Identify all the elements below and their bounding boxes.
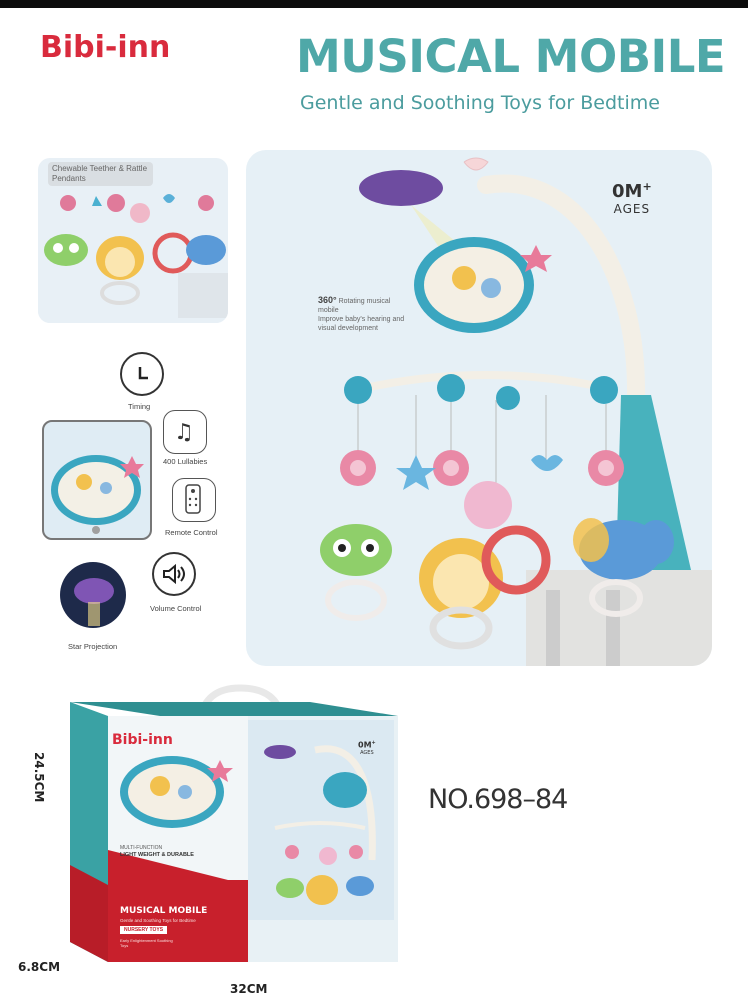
rotating-text: Rotating musical mobile bbox=[318, 298, 391, 314]
teether-inset: Chewable Teether & Rattle Pendants bbox=[38, 158, 228, 323]
box-badge: NURSERY TOYS bbox=[120, 926, 168, 934]
package-box: Bibi-inn 0M+ AGES MULTI-FUNCTION LIGHT W… bbox=[60, 680, 400, 970]
music-box-detail bbox=[42, 420, 152, 540]
box-subtitle: Gentle and Soothing Toys for Bedtime bbox=[120, 918, 196, 923]
feature-label-timing: Timing bbox=[128, 402, 151, 411]
age-label: AGES bbox=[613, 202, 651, 216]
brand-logo: Bibi-inn bbox=[40, 30, 171, 65]
feature-label-projection: Star Projection bbox=[68, 642, 118, 651]
page-subtitle: Gentle and Soothing Toys for Bedtime bbox=[300, 92, 660, 114]
feature-label-volume: Volume Control bbox=[150, 604, 202, 613]
mobile-illustration bbox=[320, 157, 712, 666]
dimension-width: 32CM bbox=[230, 982, 268, 996]
feature-label-lullabies: 400 Lullabies bbox=[163, 457, 208, 466]
remote-icon bbox=[172, 478, 216, 522]
rotating-desc: Improve baby's hearing and visual develo… bbox=[318, 316, 405, 332]
box-age-label: AGES bbox=[360, 749, 374, 756]
box-logo: Bibi-inn bbox=[112, 732, 173, 748]
svg-text:♫: ♫ bbox=[174, 420, 194, 445]
teether-illustration bbox=[38, 188, 228, 323]
age-value: 0M bbox=[612, 181, 643, 202]
box-age: 0M+ AGES bbox=[358, 740, 376, 756]
box-light-label: LIGHT WEIGHT & DURABLE bbox=[120, 852, 194, 858]
box-age-value: 0M bbox=[358, 740, 372, 750]
rotating-label: 360° Rotating musical mobile Improve bab… bbox=[318, 296, 408, 333]
box-title: MUSICAL MOBILE bbox=[120, 906, 208, 916]
dimension-height: 24.5CM bbox=[32, 752, 46, 803]
dimension-depth: 6.8CM bbox=[18, 960, 61, 974]
box-age-rec: Early Enlightenment Soothing Toys bbox=[120, 938, 173, 948]
top-border bbox=[0, 0, 748, 8]
music-box-illustration bbox=[51, 455, 144, 534]
speaker-icon bbox=[152, 552, 196, 596]
age-badge: 0M+ AGES bbox=[612, 180, 652, 216]
teether-label: Chewable Teether & Rattle Pendants bbox=[48, 162, 153, 186]
hero-panel: 360° Rotating musical mobile Improve bab… bbox=[246, 150, 712, 666]
music-notes-icon: ♫ bbox=[163, 410, 207, 454]
box-age-plus: + bbox=[371, 740, 376, 746]
box-multi-label: MULTI-FUNCTION bbox=[120, 845, 163, 851]
age-plus: + bbox=[642, 180, 652, 193]
model-number: NO.698–84 bbox=[428, 784, 568, 815]
feature-label-remote: Remote Control bbox=[165, 528, 218, 537]
package-box-illustration bbox=[70, 684, 398, 962]
rotating-title: 360° bbox=[318, 295, 337, 305]
projection-icon bbox=[60, 562, 126, 628]
clock-icon bbox=[120, 352, 164, 396]
page-title: MUSICAL MOBILE bbox=[296, 30, 726, 83]
